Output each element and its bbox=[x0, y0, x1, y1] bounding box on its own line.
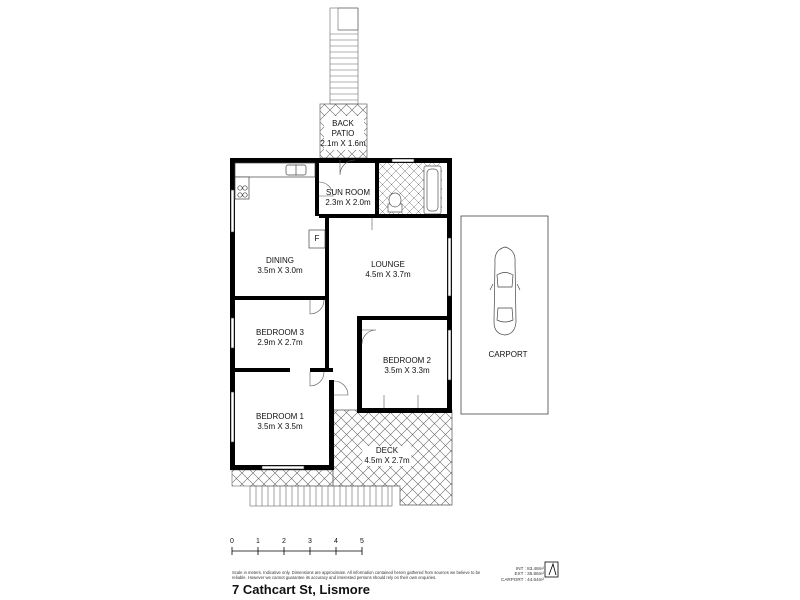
kitchen-bench bbox=[234, 162, 316, 200]
deck-name: DECK bbox=[375, 446, 399, 455]
front-verandah bbox=[231, 469, 334, 487]
dining-name: DINING bbox=[265, 256, 294, 265]
door-swings bbox=[309, 159, 419, 408]
lounge-size: 4.5m X 3.7m bbox=[365, 270, 411, 279]
fridge bbox=[308, 229, 326, 249]
scale-tick-5: 5 bbox=[360, 538, 364, 545]
area-carport: CARPORT : 44.64m² bbox=[501, 576, 544, 582]
back-patio-name-line1: BACK bbox=[332, 119, 354, 128]
sun-room-size: 2.3m X 2.0m bbox=[325, 198, 371, 207]
front-stairs bbox=[249, 485, 393, 507]
lounge-name: LOUNGE bbox=[371, 260, 405, 269]
scale-tick-2: 2 bbox=[282, 538, 286, 545]
room-label-bedroom-1: BEDROOM 1 3.5m X 3.5m bbox=[256, 412, 304, 432]
area-summary: INT : 83.48m² EXT : 35.86m² CARPORT : 44… bbox=[492, 566, 544, 582]
back-patio bbox=[319, 103, 368, 159]
carport-name: CARPORT bbox=[488, 350, 528, 359]
room-label-bedroom-2: BEDROOM 2 3.5m X 3.3m bbox=[383, 356, 431, 376]
bathtub-icon bbox=[423, 165, 442, 215]
carport-slab bbox=[460, 215, 549, 415]
north-arrow-icon bbox=[544, 561, 559, 578]
sun-room-name: SUN ROOM bbox=[325, 188, 370, 197]
room-label-deck: DECK 4.5m X 2.7m bbox=[362, 446, 412, 466]
area-int: INT : 83.48m² bbox=[516, 566, 544, 571]
property-address: 7 Cathcart St, Lismore bbox=[232, 582, 370, 597]
back-patio-size: 2.1m X 1.6m bbox=[320, 139, 366, 148]
scale-tick-0: 0 bbox=[230, 538, 234, 545]
room-label-back-patio: BACK PATIO 2.1m X 1.6m bbox=[320, 119, 365, 149]
bedroom3-size: 2.9m X 2.7m bbox=[257, 338, 303, 347]
disclaimer-text: Scale in meters. Indicative only. Dimens… bbox=[232, 570, 481, 580]
bedroom1-name: BEDROOM 1 bbox=[255, 412, 305, 421]
windows bbox=[230, 158, 452, 470]
deck-size: 4.5m X 2.7m bbox=[364, 456, 410, 465]
fridge-label: F bbox=[315, 234, 320, 244]
scale-tick-1: 1 bbox=[256, 538, 260, 545]
toilet-icon bbox=[387, 192, 403, 213]
back-patio-name-line2: PATIO bbox=[331, 129, 355, 138]
scale-tick-4: 4 bbox=[334, 538, 338, 545]
room-label-carport: CARPORT bbox=[489, 350, 528, 360]
bedroom1-size: 3.5m X 3.5m bbox=[257, 422, 303, 431]
bedroom2-size: 3.5m X 3.3m bbox=[384, 366, 430, 375]
room-label-bedroom-3: BEDROOM 3 2.9m X 2.7m bbox=[256, 328, 304, 348]
back-stairs bbox=[329, 7, 359, 105]
bedroom3-name: BEDROOM 3 bbox=[255, 328, 305, 337]
room-label-dining: DINING 3.5m X 3.0m bbox=[257, 256, 302, 276]
scale-tick-3: 3 bbox=[308, 538, 312, 545]
interior-walls bbox=[230, 158, 447, 372]
room-label-sun-room: SUN ROOM 2.3m X 2.0m bbox=[325, 188, 370, 208]
scale-bar bbox=[231, 547, 363, 555]
car-icon bbox=[489, 246, 521, 336]
fridge-letter: F bbox=[314, 234, 320, 243]
area-ext: EXT : 35.86m² bbox=[514, 571, 544, 577]
bedroom2-name: BEDROOM 2 bbox=[382, 356, 432, 365]
room-label-lounge: LOUNGE 4.5m X 3.7m bbox=[365, 260, 410, 280]
dining-size: 3.5m X 3.0m bbox=[257, 266, 303, 275]
